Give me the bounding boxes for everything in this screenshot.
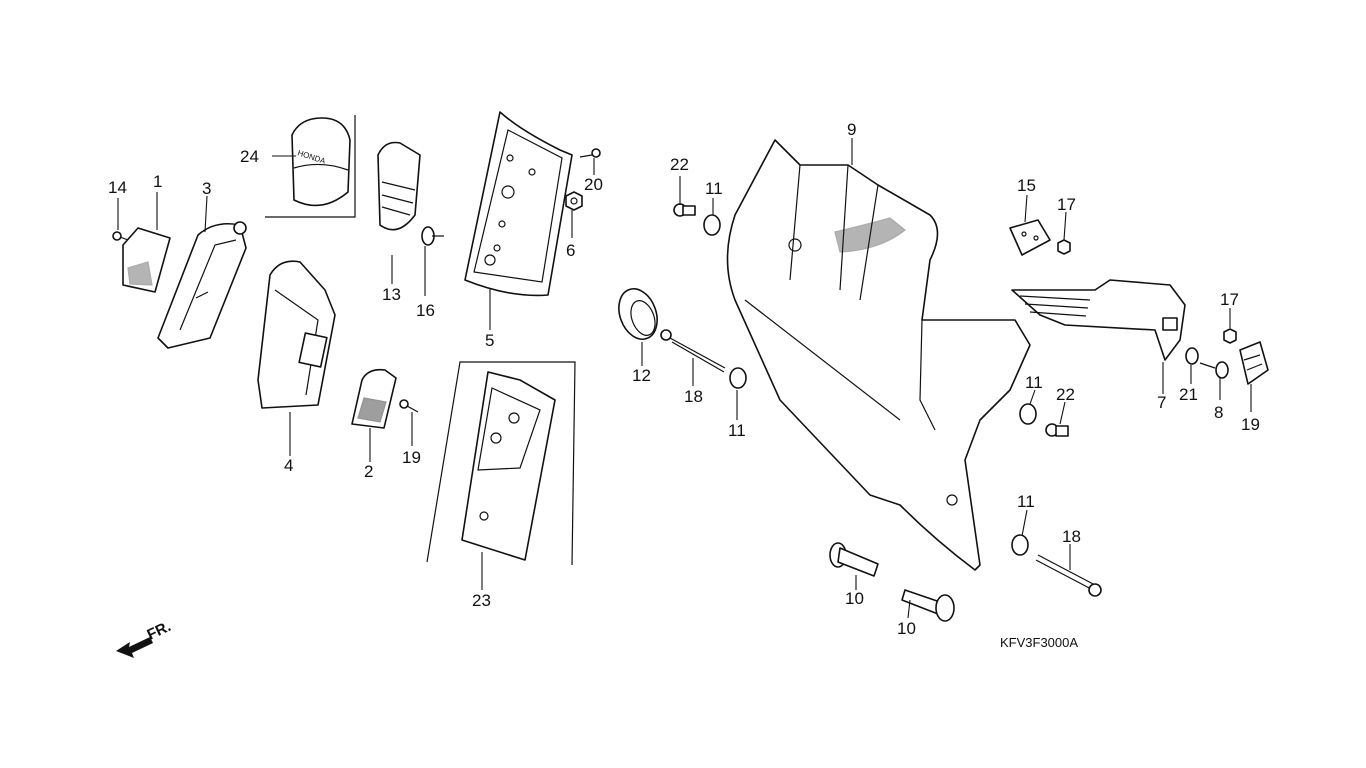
callout-19b: 19 (402, 448, 421, 467)
part-6-nut (565, 191, 583, 211)
part-22-bolt-b (1045, 423, 1069, 437)
part-4-side-cover (257, 260, 336, 409)
callout-15: 19 (1241, 415, 1260, 434)
diagram-code: KFV3F3000A (1000, 635, 1078, 650)
callout-18b: 18 (1062, 527, 1081, 546)
callout-11d: 11 (1017, 492, 1035, 511)
part-10-collar-b (901, 589, 955, 622)
part-7-step-bracket (1011, 279, 1186, 361)
callout-17b: 17 (1220, 290, 1239, 309)
part-16-clip (421, 226, 444, 246)
part-2-clip (351, 368, 397, 429)
callout-13: 13 (382, 285, 401, 304)
callout-21: 21 (1179, 385, 1198, 404)
part-23-inner-panel (461, 371, 556, 561)
callout-9: 9 (847, 120, 856, 139)
front-direction-arrow: FR. (116, 618, 174, 658)
callout-11a: 11 (705, 179, 723, 198)
callout-22b: 22 (1056, 385, 1075, 404)
part-11-washer-a (703, 214, 721, 236)
callout-16: 16 (416, 301, 435, 320)
callout-2: 2 (364, 462, 373, 481)
callout-12: 12 (632, 366, 651, 385)
part-11-washer-b (729, 367, 747, 389)
callout-3: 3 (202, 179, 211, 198)
callout-8: 8 (1214, 403, 1223, 422)
part-14-plate (1009, 219, 1051, 256)
callout-24: 24 (240, 147, 259, 166)
callout-17a: 17 (1057, 195, 1076, 214)
callout-18a: 18 (684, 387, 703, 406)
part-19-screw-a (112, 231, 129, 241)
callout-19a: 14 (108, 178, 127, 197)
part-5-panel (464, 111, 573, 297)
part-8-bolt (1199, 361, 1229, 379)
part-13-side-emblem (377, 141, 421, 231)
callout-labels: 24 14 1 3 4 2 13 16 19 5 23 20 6 22 11 1… (108, 120, 1260, 638)
part-17-nut-b (1223, 328, 1237, 344)
callout-11b: 11 (728, 421, 746, 440)
callout-7: 7 (1157, 393, 1166, 412)
part-10-collar-a (829, 542, 879, 577)
callout-20: 20 (584, 175, 603, 194)
part-12-grommet (618, 288, 658, 340)
part-1-clip (122, 227, 171, 293)
callout-6: 6 (566, 241, 575, 260)
callout-11c: 11 (1025, 373, 1043, 392)
part-3-bracket (157, 221, 247, 349)
callout-22a: 22 (670, 155, 689, 174)
part-11-washer-c (1019, 403, 1037, 425)
part-24-emblem: HONDA (291, 117, 351, 207)
part-17-nut-a (1057, 239, 1071, 255)
callout-23: 23 (472, 591, 491, 610)
part-21-washer (1185, 347, 1199, 365)
leader-lines (117, 138, 1252, 619)
part-11-washer-d (1011, 534, 1029, 556)
callout-10b: 10 (897, 619, 916, 638)
part-9-leg-shield (726, 139, 1031, 571)
callout-10a: 10 (845, 589, 864, 608)
part-22-bolt-a (673, 203, 696, 217)
part-18-bolt-upper (660, 329, 726, 373)
direction-label: FR. (145, 618, 174, 644)
group-bracket-23 (426, 361, 576, 566)
callout-5: 5 (485, 331, 494, 350)
part-20-screw (579, 148, 601, 158)
part-19-screw-b (399, 399, 419, 413)
callout-14: 15 (1017, 176, 1036, 195)
callout-1: 1 (153, 172, 162, 191)
group-bracket-24 (265, 115, 356, 218)
part-15-cap (1239, 341, 1269, 385)
callout-4: 4 (284, 456, 293, 475)
arrow-icon (116, 637, 153, 658)
part-18-bolt-lower (1035, 554, 1102, 597)
